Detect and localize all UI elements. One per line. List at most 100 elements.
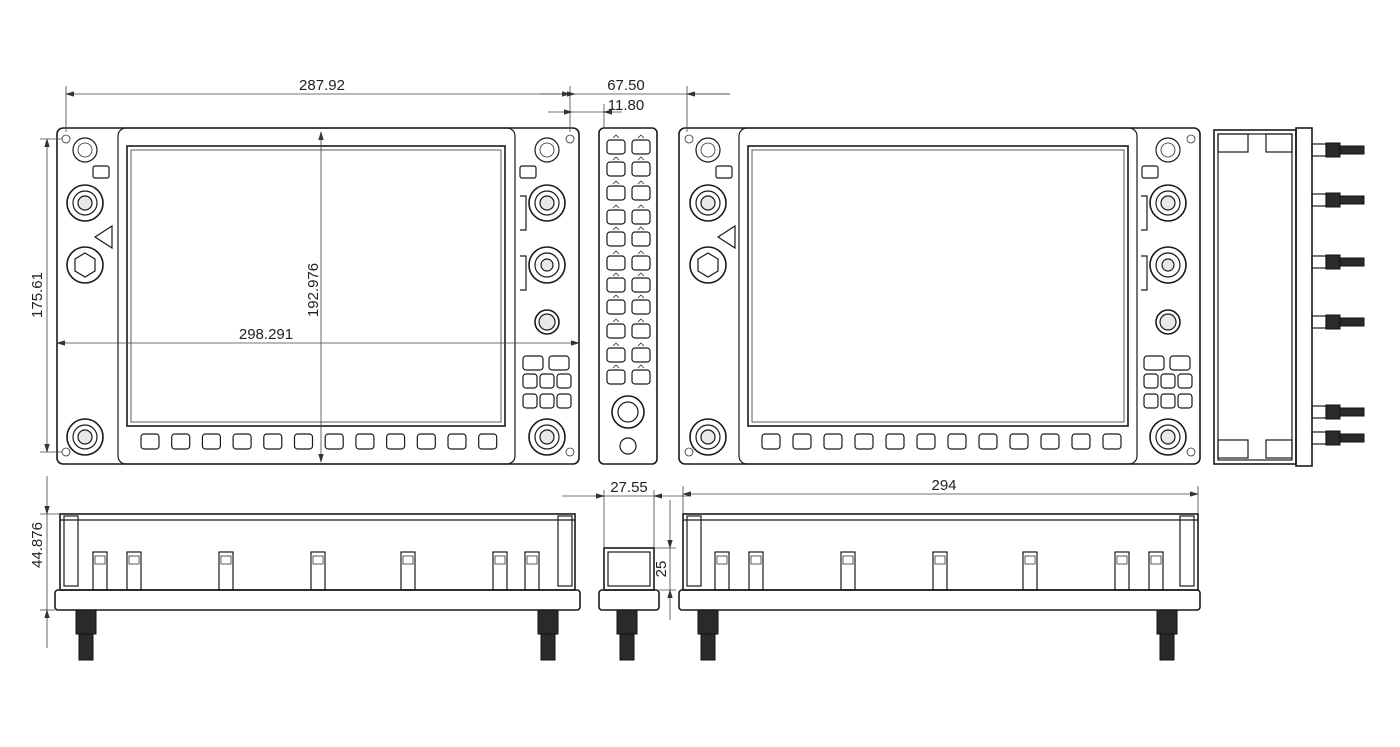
front-view-right [678, 127, 1201, 465]
keypad-key [606, 185, 626, 201]
key-arrow-mark [612, 156, 620, 161]
mount-tab-slot [94, 555, 106, 565]
mount-tab [524, 551, 540, 591]
key-arrow-mark [637, 294, 645, 299]
softkey [1102, 433, 1122, 450]
key-arrow-mark [637, 342, 645, 347]
mount-tab-slot [312, 555, 324, 565]
key-arrow-mark [637, 250, 645, 255]
mount-tab-slot [494, 555, 506, 565]
keypad-keys [606, 134, 651, 385]
mount-tab [218, 551, 234, 591]
key-arrow-mark [612, 134, 620, 139]
dim-screen-height: 192.976 [305, 263, 322, 317]
mount-stud [1156, 609, 1178, 661]
keypad-key [631, 323, 651, 339]
key-arrow-mark [612, 180, 620, 185]
softkey [447, 433, 467, 450]
side-profile-view [1213, 127, 1365, 467]
keypad-key [631, 161, 651, 177]
bottom-view-left [54, 513, 581, 661]
softkey [171, 433, 191, 450]
key-arrow-mark [637, 272, 645, 277]
dim-side-body-height: 25 [653, 561, 670, 578]
mount-tab-slot [716, 555, 728, 565]
connector-body [1311, 255, 1327, 269]
mount-tab [932, 551, 948, 591]
key-arrow-mark [637, 364, 645, 369]
key-arrow-mark [637, 226, 645, 231]
softkey [792, 433, 812, 450]
mount-stud [697, 609, 719, 661]
connector-pin [1339, 317, 1365, 327]
mount-tab [1148, 551, 1164, 591]
dim-screen-width: 298.291 [239, 326, 293, 343]
front-view-left [56, 127, 580, 465]
softkey [947, 433, 967, 450]
mount-tab [1022, 551, 1038, 591]
mount-tab [492, 551, 508, 591]
mount-tab-slot [842, 555, 854, 565]
keypad-key [631, 369, 651, 385]
connector-nut [1325, 192, 1341, 208]
softkey [140, 433, 160, 450]
dimension-labels: 287.92 67.50 11.80 175.61 192.976 298.29… [29, 77, 957, 577]
dim-side-body-depth: 27.55 [610, 479, 648, 496]
keypad-key [631, 185, 651, 201]
dim-bezel-thickness: 11.80 [608, 97, 644, 114]
mount-tab [310, 551, 326, 591]
key-arrow-mark [612, 226, 620, 231]
softkey [293, 433, 314, 450]
softkey [1040, 433, 1060, 450]
softkey [1009, 433, 1029, 450]
connector-body [1311, 193, 1327, 207]
connector-nut [1325, 142, 1341, 158]
keypad-key [606, 277, 626, 293]
mount-tab-slot [220, 555, 232, 565]
connector-pin [1339, 257, 1365, 267]
mount-tab-slot [402, 555, 414, 565]
mount-tab [92, 551, 108, 591]
key-arrow-mark [637, 204, 645, 209]
mount-tab-slot [934, 555, 946, 565]
mount-stud [75, 609, 97, 661]
connector-pin [1339, 195, 1365, 205]
bottom-view-right [678, 513, 1201, 661]
connector-nut [1325, 404, 1341, 420]
softkey [416, 433, 436, 450]
softkey [761, 433, 781, 450]
dim-body-height: 44.876 [29, 522, 46, 568]
connector-nut [1325, 430, 1341, 446]
key-arrow-mark [612, 318, 620, 323]
keypad-key [631, 139, 651, 155]
keypad-key [606, 161, 626, 177]
mount-tab-slot [1116, 555, 1128, 565]
mount-tab [126, 551, 142, 591]
key-arrow-mark [637, 156, 645, 161]
softkey-row [140, 433, 498, 450]
softkey [885, 433, 905, 450]
mount-tab-slot [750, 555, 762, 565]
keypad-key [606, 299, 626, 315]
connector-body [1311, 431, 1327, 445]
softkey [823, 433, 843, 450]
mount-tab [400, 551, 416, 591]
dim-overall-height: 175.61 [29, 272, 46, 318]
connector-pin [1339, 433, 1365, 443]
key-arrow-mark [612, 364, 620, 369]
mount-tabs [92, 551, 540, 591]
keypad-key [631, 347, 651, 363]
keypad-key [606, 323, 626, 339]
connector-nut [1325, 314, 1341, 330]
mount-tab-slot [1024, 555, 1036, 565]
keypad-strip-front [598, 127, 658, 465]
softkey [978, 433, 998, 450]
dimension-lines [40, 86, 1199, 648]
keypad-key [606, 369, 626, 385]
connector-pin [1339, 407, 1365, 417]
connector-nut [1325, 254, 1341, 270]
keypad-key [631, 231, 651, 247]
keypad-key [631, 299, 651, 315]
softkey [355, 433, 375, 450]
